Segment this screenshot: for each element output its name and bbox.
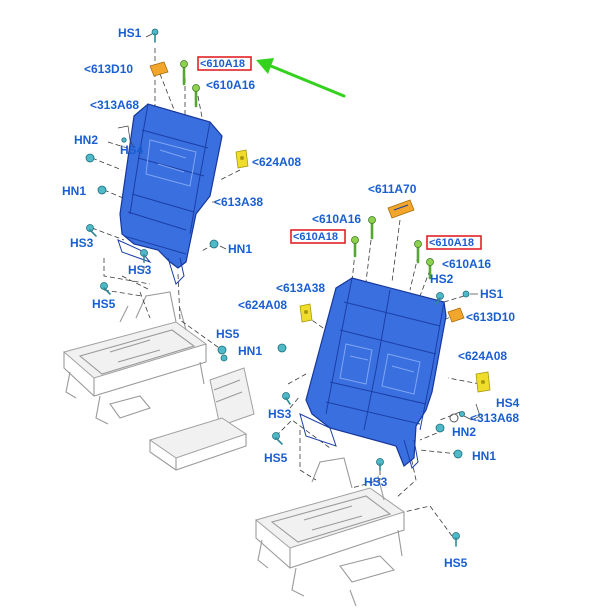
right-seat-back-frame <box>299 277 447 469</box>
label-610a18-a-highlighted: <610A18 <box>293 231 338 243</box>
label-hs5-a: HS5 <box>92 297 116 311</box>
label-leader-ticks <box>145 33 478 295</box>
label-613a38: <613A38 <box>214 195 263 209</box>
label-hs3-a: HS3 <box>268 407 292 421</box>
highlight-box-610a18-b <box>426 235 482 250</box>
left-headrest-pins <box>180 60 200 108</box>
highlight-arrow <box>256 58 346 98</box>
label-hs4: HS4 <box>496 396 520 410</box>
label-hs5-b: HS5 <box>444 556 468 570</box>
label-hn1-b: HN1 <box>228 242 252 256</box>
label-610a16-a: <610A16 <box>312 212 361 226</box>
label-hs5-b: HS5 <box>216 327 240 341</box>
label-hn2: HN2 <box>452 425 476 439</box>
label-610a16-b: <610A16 <box>442 257 491 271</box>
label-624a08: <624A08 <box>252 155 301 169</box>
label-hs1: HS1 <box>480 287 504 301</box>
label-610a16: <610A16 <box>206 78 255 92</box>
label-hs3-b: HS3 <box>128 263 152 277</box>
left-seat-back-frame <box>117 103 223 285</box>
left-head-restraint-guide-613d10 <box>149 61 169 77</box>
right-head-restraint-guide-613d10 <box>447 307 465 323</box>
right-latch-bracket-624a08-left <box>299 303 313 323</box>
label-610a18-b-highlighted: <610A18 <box>429 237 474 249</box>
right-headrest-pins <box>351 216 434 280</box>
fasteners <box>85 28 481 547</box>
right-latch-bracket-624a08-right <box>475 371 491 393</box>
label-313a68: <313A68 <box>90 98 139 112</box>
label-611a70: <611A70 <box>368 182 417 196</box>
label-613d10: <613D10 <box>84 62 133 76</box>
highlight-box-610a18 <box>197 56 252 71</box>
label-624a08-a: <624A08 <box>238 298 287 312</box>
label-hs3-a: HS3 <box>70 236 94 250</box>
left-seat-cushion-frame <box>62 291 208 425</box>
left-latch-bracket-624a08 <box>235 149 249 169</box>
label-hs5-a: HS5 <box>264 451 288 465</box>
highlight-box-610a18-a <box>290 229 346 244</box>
label-313a68: <313A68 <box>470 411 519 425</box>
left-assembly-labels: HS1 <613D10 <610A18 <610A16 <313A68 HN2 … <box>62 26 301 358</box>
label-613a38: <613A38 <box>276 281 325 295</box>
label-hs4: HS4 <box>120 143 144 157</box>
label-hs3-b: HS3 <box>364 475 388 489</box>
label-624a08-b: <624A08 <box>458 349 507 363</box>
label-hs1: HS1 <box>118 26 142 40</box>
label-hs2: HS2 <box>430 272 454 286</box>
right-seat-cushion-frame <box>254 457 406 607</box>
centre-seat-cushion <box>148 367 255 471</box>
label-610a18-highlighted: <610A18 <box>200 58 245 70</box>
label-hn1-c: HN1 <box>238 344 262 358</box>
label-hn1-a: HN1 <box>62 184 86 198</box>
label-hn2: HN2 <box>74 133 98 147</box>
label-hn1: HN1 <box>472 449 496 463</box>
right-assembly-labels: <611A70 <610A16 <610A18 <610A18 <610A16 … <box>238 182 520 570</box>
right-head-restraint-guide-611a70 <box>387 199 415 219</box>
label-613d10: <613D10 <box>466 310 515 324</box>
